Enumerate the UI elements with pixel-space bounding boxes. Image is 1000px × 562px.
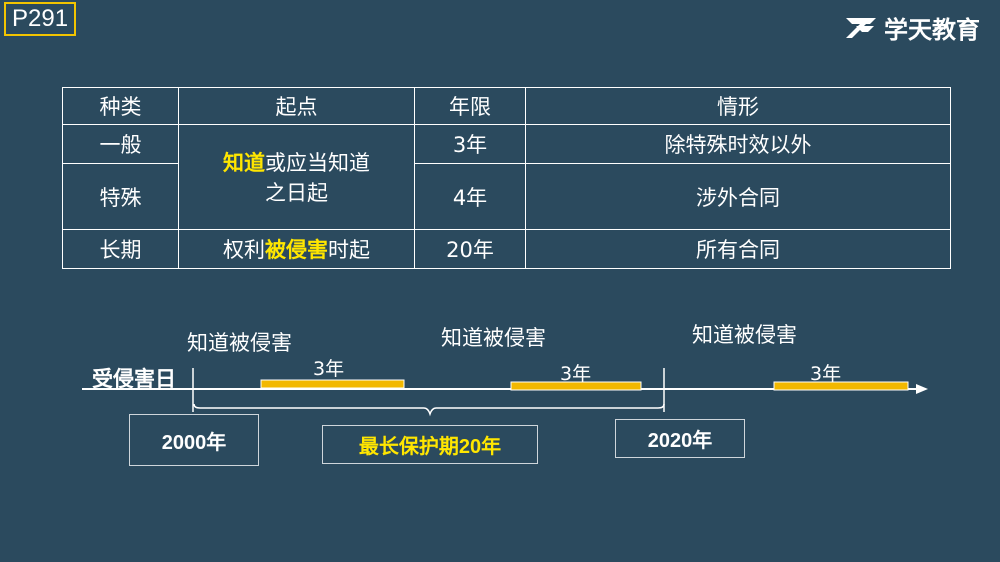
cell-type-long: 长期	[62, 229, 179, 269]
cell-situation-general: 除特殊时效以外	[525, 124, 951, 164]
table-row-general: 一般 知道或应当知道 之日起 3年 除特殊时效以外	[62, 124, 951, 230]
start-rest: 或应当知道	[265, 151, 370, 175]
cell-start-merged: 知道或应当知道 之日起	[178, 124, 415, 230]
cell-years-general: 3年	[414, 124, 526, 164]
event-label-3: 知道被侵害	[692, 323, 797, 347]
start-line2: 之日起	[265, 181, 328, 205]
axis-label: 受侵害日	[92, 367, 176, 391]
cell-type-general: 一般	[62, 124, 179, 164]
long-start-pre: 权利	[223, 238, 265, 262]
brand-name: 学天教育	[884, 16, 980, 44]
cell-type-special: 特殊	[62, 163, 179, 230]
start-highlight: 知道	[223, 151, 265, 175]
header-situation: 情形	[525, 87, 951, 125]
table-row-long: 长期 权利被侵害时起 20年 所有合同	[62, 229, 951, 269]
event-label-1: 知道被侵害	[187, 331, 292, 355]
start-year-box: 2000年	[129, 414, 259, 466]
timeline-arrow-icon	[916, 384, 928, 394]
header-start: 起点	[178, 87, 415, 125]
period-bar-2	[510, 381, 642, 391]
period-label-2: 3年	[560, 363, 592, 385]
long-start-highlight: 被侵害	[265, 238, 328, 262]
long-start-post: 时起	[328, 238, 370, 262]
period-bar-3	[773, 381, 909, 391]
cell-start-long: 权利被侵害时起	[178, 229, 415, 269]
period-bar-1	[260, 379, 405, 389]
page-number-tag: P291	[4, 2, 77, 36]
brand-logo: 学天教育	[844, 10, 980, 45]
cell-situation-long: 所有合同	[525, 229, 951, 269]
period-label-3: 3年	[810, 363, 842, 385]
period-label-1: 3年	[313, 358, 345, 380]
brace-icon	[193, 403, 665, 417]
end-year-box: 2020年	[615, 419, 745, 458]
event-label-2: 知道被侵害	[441, 326, 546, 350]
brand-icon	[846, 17, 876, 38]
limitation-period-table: 种类 起点 年限 情形 一般 知道或应当知道 之日起 3年 除特殊时效以外 特殊…	[62, 87, 951, 269]
header-years: 年限	[414, 87, 526, 125]
max-period-box: 最长保护期20年	[322, 425, 538, 464]
